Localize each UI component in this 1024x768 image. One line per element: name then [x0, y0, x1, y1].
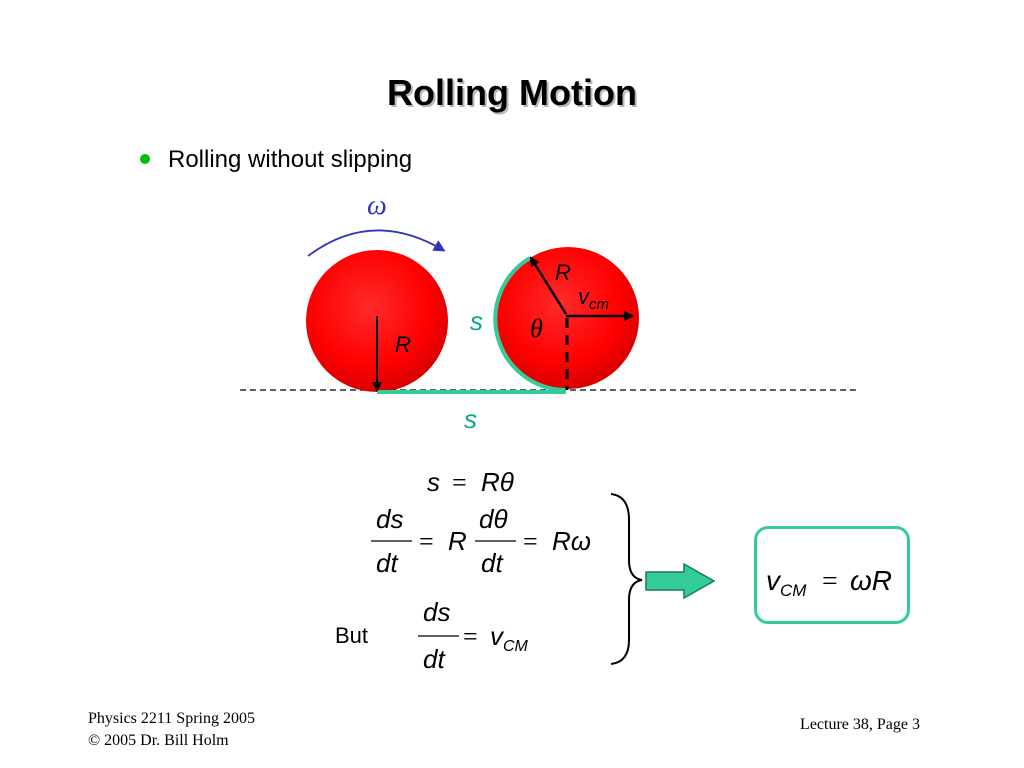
- bullet-text: Rolling without slipping: [168, 146, 413, 173]
- eq2-num1: ds: [376, 504, 403, 534]
- eq3-equals: =: [463, 622, 478, 651]
- eq1-s: s: [427, 467, 440, 497]
- eq2-den2: dt: [481, 548, 504, 578]
- result-equals: =: [822, 566, 838, 597]
- velocity-sub: cm: [589, 296, 609, 313]
- radius-arrow-right: [529, 256, 568, 315]
- omega-arrow-icon: [307, 229, 446, 257]
- result-rhs: ωR: [850, 565, 892, 596]
- result-v: vCM: [766, 565, 807, 600]
- slide-title: Rolling Motion: [387, 72, 637, 113]
- ground-distance-label: s: [464, 404, 477, 434]
- eq3-v-main: v: [490, 621, 505, 651]
- but-label: But: [335, 623, 368, 648]
- arc-length-curve: [493, 256, 567, 392]
- eq1-equals: =: [452, 468, 467, 497]
- radius-label-left: R: [395, 332, 411, 357]
- footer-copyright: © 2005 Dr. Bill Holm: [88, 732, 229, 749]
- equation-3: But ds dt = vCM: [335, 597, 529, 674]
- arc-label: s: [470, 306, 483, 336]
- footer-page: Lecture 38, Page 3: [800, 716, 920, 733]
- bullet-dot-icon: [140, 153, 150, 164]
- eq3-v: vCM: [490, 621, 529, 655]
- eq3-den: dt: [423, 644, 446, 674]
- eq2-rhs: Rω: [552, 526, 591, 556]
- result-v-sub: CM: [780, 581, 807, 600]
- eq3-num: ds: [423, 597, 450, 627]
- omega-label: ω: [367, 190, 387, 221]
- block-arrow-icon: [645, 562, 716, 600]
- equation-1: s = Rθ: [427, 467, 514, 497]
- eq2-equals1: =: [419, 527, 434, 556]
- result-box: [754, 526, 910, 624]
- eq2-R: R: [448, 526, 467, 556]
- footer-left: Physics 2211 Spring 2005 © 2005 Dr. Bill…: [88, 708, 255, 752]
- velocity-main: v: [578, 284, 591, 309]
- radius-label-right: R: [555, 260, 571, 285]
- bullet-item: Rolling without slipping: [140, 146, 412, 174]
- eq2-den1: dt: [376, 548, 399, 578]
- theta-label: θ: [530, 314, 543, 343]
- result-equation: vCM = ωR: [766, 565, 892, 600]
- eq3-v-sub: CM: [503, 638, 529, 655]
- equation-2: ds dt = R dθ dt = Rω: [371, 504, 591, 578]
- curly-brace-icon: [610, 493, 643, 665]
- result-v-main: v: [766, 565, 782, 596]
- footer-course: Physics 2211 Spring 2005: [88, 710, 255, 727]
- velocity-label: vcm: [578, 284, 609, 313]
- eq2-num2: dθ: [479, 504, 508, 534]
- eq1-rhs: Rθ: [481, 467, 514, 497]
- eq2-equals2: =: [523, 527, 538, 556]
